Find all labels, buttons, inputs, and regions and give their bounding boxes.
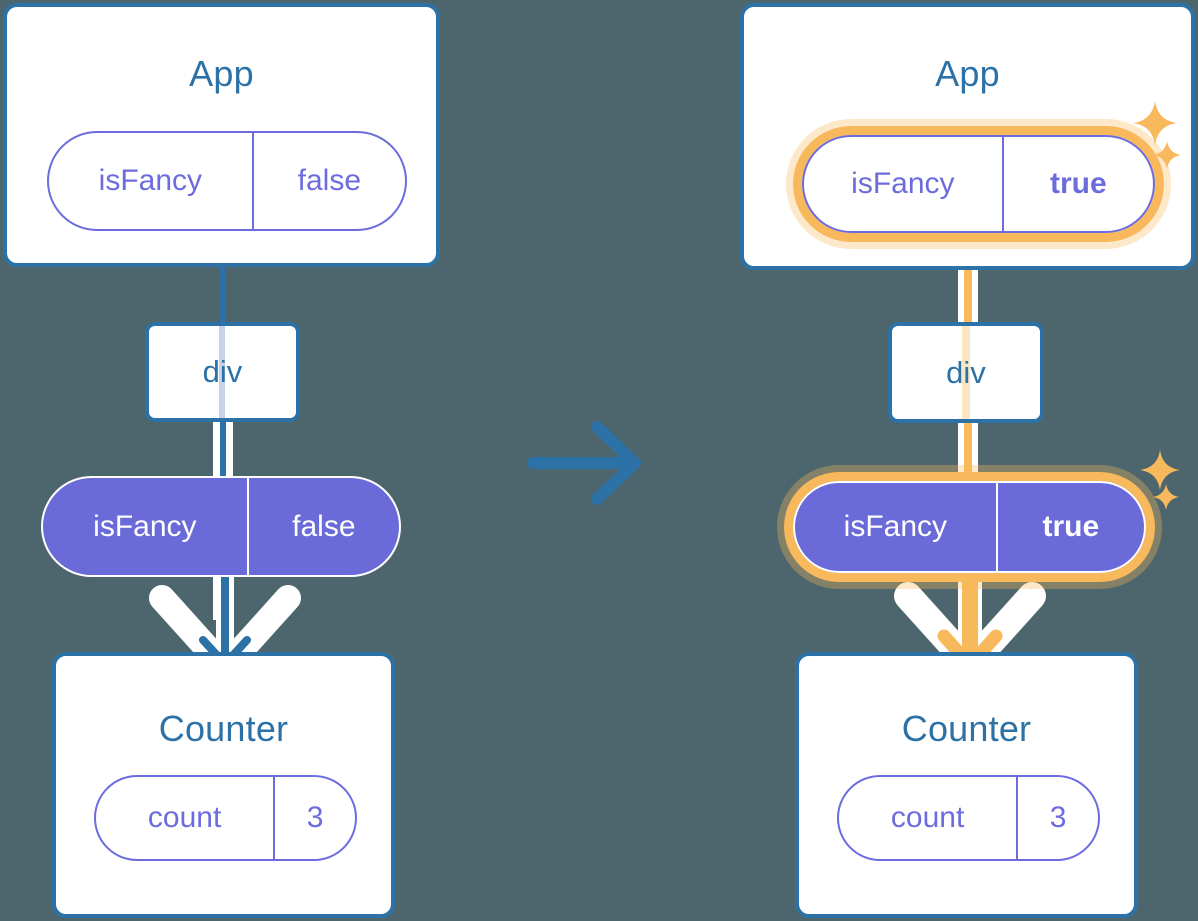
- div-label-right: div: [946, 354, 986, 390]
- app-title-left: App: [189, 53, 254, 94]
- div-node-right[interactable]: div: [888, 322, 1044, 423]
- sparkle-icon-prop-small: [1153, 484, 1179, 510]
- div-inner-wire-right: [962, 326, 970, 419]
- app-state-pill-left[interactable]: isFancy false: [47, 131, 407, 231]
- counter-state-key-right: count: [890, 801, 965, 834]
- counter-state-value-right: 3: [1016, 777, 1098, 859]
- counter-panel-right: Counter count 3: [795, 652, 1138, 918]
- sparkle-icon-prop: [1140, 450, 1180, 490]
- prop-key-right: isFancy: [843, 510, 948, 543]
- counter-state-value-left: 3: [273, 777, 355, 859]
- app-title-right: App: [935, 53, 1000, 94]
- counter-state-pill-left[interactable]: count 3: [94, 775, 357, 861]
- counter-state-pill-right[interactable]: count 3: [837, 775, 1100, 861]
- counter-title-right: Counter: [901, 708, 1032, 749]
- app-state-key-right: isFancy: [851, 167, 955, 200]
- app-state-value-right: true: [1001, 137, 1153, 231]
- div-node-left[interactable]: div: [145, 322, 300, 422]
- app-state-value-left: false: [251, 133, 405, 229]
- app-state-pill-right[interactable]: isFancy true: [802, 135, 1155, 233]
- sparkle-icon-app: [1133, 101, 1177, 145]
- counter-title-left: Counter: [158, 708, 289, 749]
- app-panel-left: App isFancy false: [3, 3, 440, 267]
- prop-value-right: true: [995, 483, 1144, 571]
- div-label-left: div: [202, 354, 243, 389]
- prop-key-left: isFancy: [93, 509, 197, 543]
- prop-pill-right[interactable]: isFancy true: [793, 481, 1146, 573]
- app-panel-right: App isFancy true: [740, 3, 1195, 270]
- app-state-key-left: isFancy: [98, 164, 203, 197]
- transition-arrow-icon: [527, 421, 641, 505]
- wire-app-to-div-left: [220, 215, 225, 330]
- prop-value-left: false: [246, 478, 399, 575]
- arrow-prop-to-counter-right: [894, 570, 1046, 672]
- sparkle-icon-app-small: [1153, 141, 1181, 169]
- counter-panel-left: Counter count 3: [52, 652, 395, 918]
- prop-pill-left[interactable]: isFancy false: [41, 476, 401, 577]
- arrow-prop-to-counter-left: [149, 570, 301, 671]
- counter-state-key-left: count: [147, 801, 222, 834]
- div-inner-wire-left: [219, 326, 225, 418]
